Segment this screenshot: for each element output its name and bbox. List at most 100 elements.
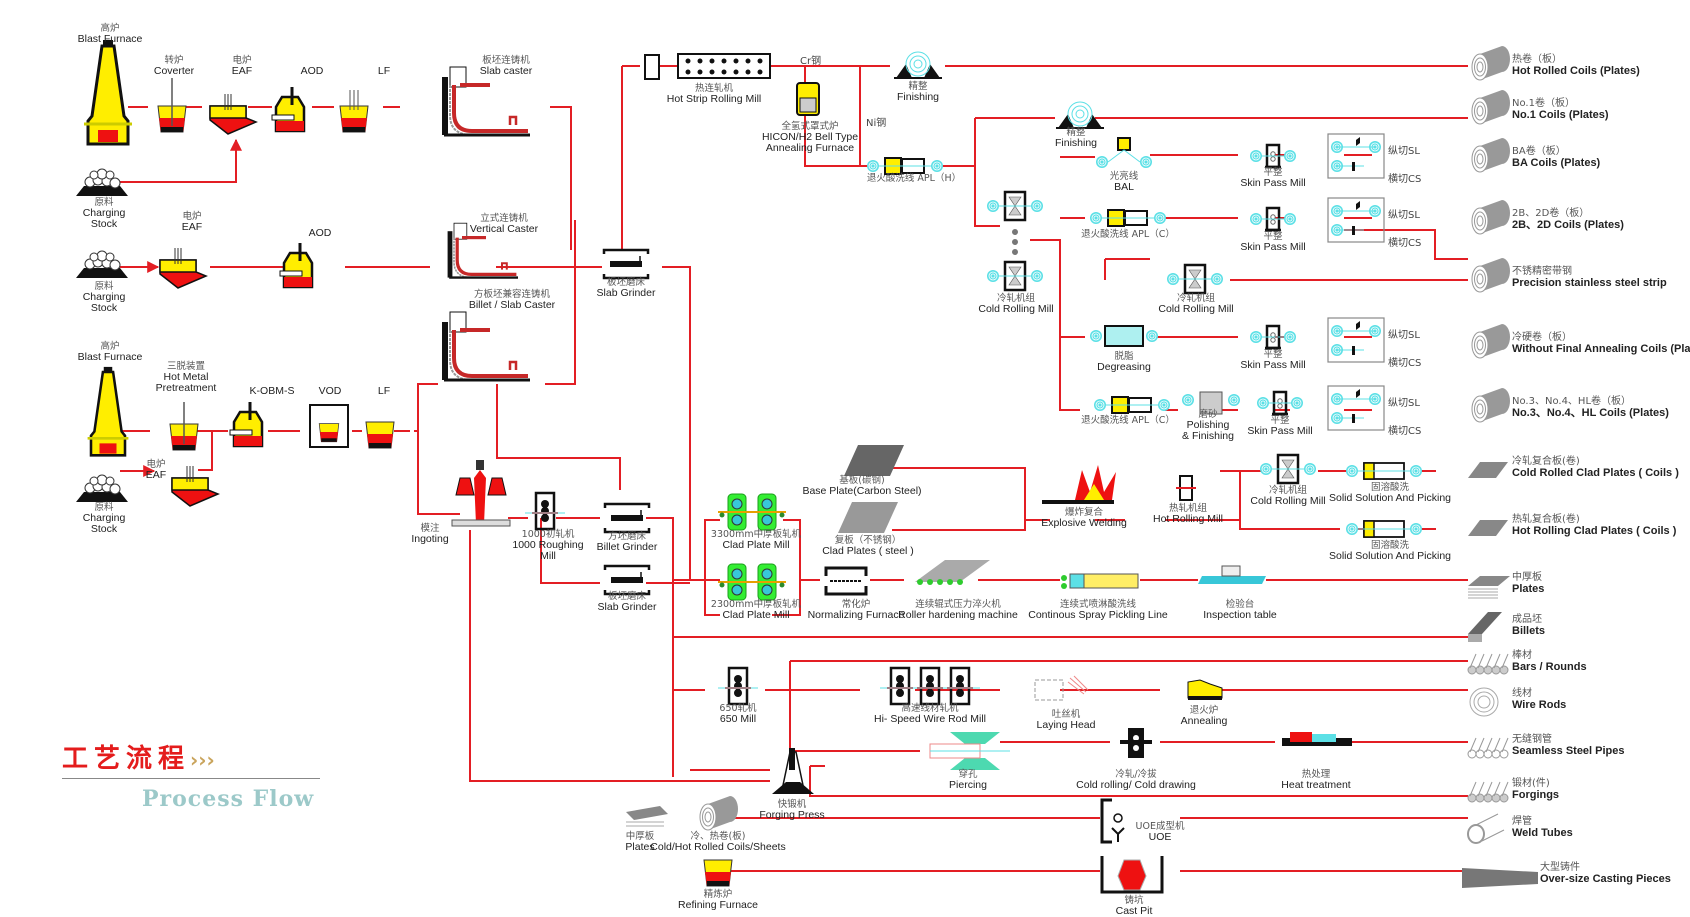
label-zh: 方坯磨床	[607, 531, 647, 542]
annealing-icon	[1187, 679, 1223, 700]
label-en: Base Plate(Carbon Steel)	[802, 484, 922, 497]
product-label: 热轧复合板(卷)Hot Rolling Clad Plates ( Coils …	[1512, 514, 1676, 537]
label-zh: 平整	[1263, 167, 1283, 178]
cutting-tag-1: 横切CS	[1388, 174, 1422, 185]
mill-650-icon	[716, 666, 760, 706]
product-coil-icon	[1471, 199, 1511, 235]
label-en: Laying Head	[1036, 718, 1096, 731]
base-plate-icon	[844, 445, 904, 476]
label-apl-c-2: 退火酸洗线 APL（C）	[1081, 416, 1175, 426]
polishing-icon	[1181, 391, 1241, 415]
bell-furnace-icon	[796, 82, 820, 116]
label-zh: 脱脂	[1114, 351, 1134, 362]
label-en: Clad Plate Mill	[722, 538, 790, 551]
label-zh: 精整	[908, 81, 928, 92]
refining-furnace-icon	[703, 859, 733, 887]
product-label-en: Wire Rods	[1512, 699, 1567, 711]
label-zh: 冷轧机组	[1268, 485, 1307, 496]
label-kobms: K-OBM-S	[249, 385, 295, 397]
label-en: Vertical Caster	[469, 222, 539, 235]
product-coil-icon	[1471, 257, 1511, 293]
apl-h-icon	[867, 158, 943, 174]
label-clad-plates: 复板（不锈钢）Clad Plates ( steel )	[822, 536, 914, 557]
label-en: Solid Solution And Picking	[1329, 491, 1451, 504]
billet-grinder-icon	[603, 502, 651, 534]
label-en: Blast Furnace	[77, 32, 143, 45]
label-zh: 转炉	[164, 55, 184, 66]
slitting-tag-2: 纵切SL	[1388, 210, 1420, 221]
product-label-en: No.1 Coils (Plates)	[1512, 109, 1609, 121]
cr-steel-tag: Cr钢	[800, 56, 822, 67]
product-label: 2B、2D卷（板）2B、2D Coils (Plates)	[1512, 208, 1624, 231]
product-label-zh: 热卷（板）	[1512, 54, 1562, 65]
charging-stock-1-icon	[75, 168, 129, 197]
cutting-tag-4: 横切CS	[1388, 426, 1422, 437]
product-label-zh: 不锈精密带钢	[1512, 266, 1572, 277]
label-en: UOE	[1148, 830, 1172, 843]
label-zh: 穿孔	[958, 769, 978, 780]
billet-slab-caster-icon	[440, 310, 532, 382]
label-en: & Finishing	[1182, 429, 1234, 442]
label-en: Hi- Speed Wire Rod Mill	[873, 712, 987, 725]
kobms-icon	[228, 400, 264, 448]
lf-1-icon	[339, 90, 369, 133]
label-zh: 退火酸洗线 APL（C）	[1081, 415, 1175, 426]
blast-furnace-2-icon	[86, 365, 130, 457]
cast-pit-icon	[1100, 856, 1164, 894]
product-plate-stack-icon	[1468, 576, 1510, 599]
label-en: K-OBM-S	[249, 385, 295, 397]
product-label-zh: 无缝钢管	[1512, 734, 1552, 745]
product-label-zh: 锻材(件)	[1512, 778, 1550, 789]
product-label: BA卷（板）BA Coils (Plates)	[1512, 146, 1600, 169]
label-zh: 连续式喷淋酸洗线	[1059, 599, 1136, 610]
label-en: Cold rolling/ Cold drawing	[1076, 778, 1196, 791]
label-zh: 方板坯兼容连铸机	[473, 289, 550, 300]
label-zh: 平整	[1270, 415, 1290, 426]
label-en: Annealing	[1180, 714, 1228, 727]
converter-icon	[157, 78, 187, 133]
skin-pass-3-icon	[1250, 326, 1296, 348]
cold-rolling-mill-2-icon	[1167, 265, 1223, 293]
label-en: Slab Grinder	[596, 286, 656, 299]
label-zh: 常化炉	[841, 599, 871, 610]
label-en: Billet / Slab Caster	[468, 298, 556, 311]
slitting-tag-4: 纵切SL	[1388, 398, 1420, 409]
product-label-en: Precision stainless steel strip	[1512, 277, 1667, 289]
product-label-zh: BA卷（板）	[1512, 146, 1566, 157]
label-zh: 板坯连铸机	[482, 55, 530, 66]
label-en: EAF	[231, 64, 253, 77]
label-zh: 热连轧机	[694, 83, 733, 94]
label-zh: 原料	[94, 281, 114, 292]
label-apl-c-1: 退火酸洗线 APL（C）	[1081, 230, 1175, 240]
label-zh: 电炉	[232, 55, 252, 66]
label-zh: 立式连铸机	[480, 213, 528, 224]
label-zh: 爆炸复合	[1064, 507, 1104, 518]
label-en: Clad Plate Mill	[722, 608, 790, 621]
label-zh: 模注	[420, 523, 440, 534]
label-zh: 检验台	[1225, 599, 1255, 610]
label-zh: 基板(碳钢)	[839, 475, 885, 486]
label-en: Skin Pass Mill	[1240, 240, 1306, 253]
aod-2-icon	[278, 241, 314, 289]
product-tube-icon	[1467, 813, 1505, 844]
label-en: AOD	[308, 227, 332, 239]
label-zh: 板坯磨床	[607, 591, 647, 602]
ingoting-icon	[451, 460, 511, 527]
